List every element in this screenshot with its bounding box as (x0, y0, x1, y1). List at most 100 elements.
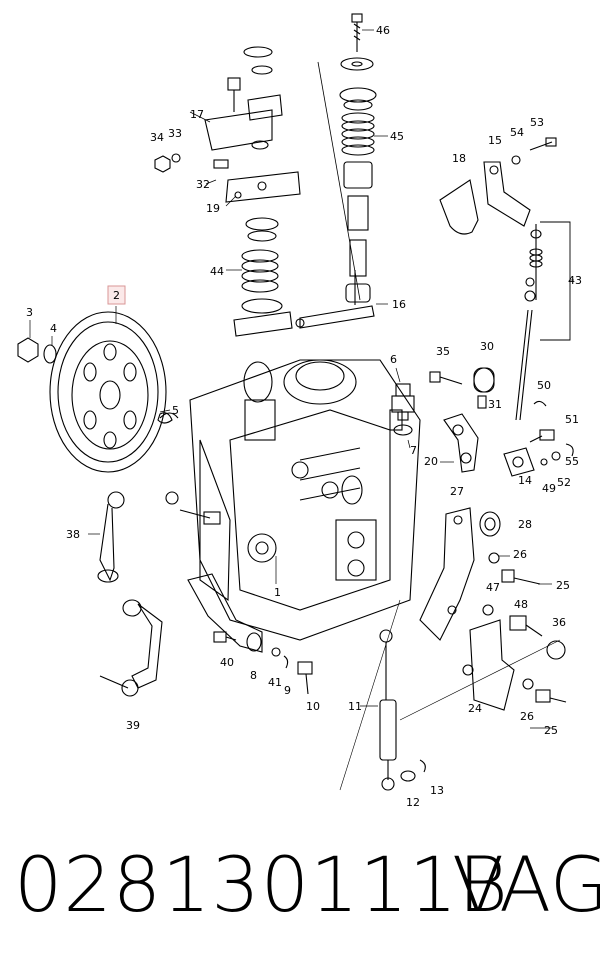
callout-4: 4 (50, 322, 57, 335)
callout-41: 41 (268, 676, 282, 689)
callout-5: 5 (172, 404, 179, 417)
callout-39: 39 (126, 719, 140, 732)
lever-18 (439, 179, 479, 235)
callout-26: 26 (513, 548, 527, 561)
callout-10: 10 (306, 700, 320, 713)
nut-34-washer-33 (154, 153, 229, 173)
bracket-17 (204, 46, 283, 151)
callout-46: 46 (376, 24, 390, 37)
callout-3: 3 (26, 306, 33, 319)
part-number: 028130111B (14, 840, 509, 929)
callout-55: 55 (565, 455, 579, 468)
washer-41 (271, 647, 281, 657)
washer-4 (43, 344, 57, 364)
callout-54: 54 (510, 126, 524, 139)
washer-12 (400, 770, 416, 782)
callout-27: 27 (450, 485, 464, 498)
washer-54 (511, 155, 521, 165)
callout-36: 36 (552, 616, 566, 629)
callout-18: 18 (452, 152, 466, 165)
callout-40: 40 (220, 656, 234, 669)
callout-31: 31 (488, 398, 502, 411)
bolt-51 (529, 429, 555, 443)
callout-35: 35 (436, 345, 450, 358)
callout-48: 48 (514, 598, 528, 611)
washer-26b (522, 678, 534, 690)
brand-name: VAG (452, 840, 600, 929)
callout-11: 11 (348, 700, 362, 713)
callout-30: 30 (480, 340, 494, 353)
callout-32: 32 (196, 178, 210, 191)
callout-1: 1 (274, 586, 281, 599)
callout-13: 13 (430, 784, 444, 797)
bolt-center (165, 491, 221, 525)
callout-24: 24 (468, 702, 482, 715)
bracket-39 (99, 599, 163, 697)
bracket-8 (187, 573, 263, 653)
lever-20 (443, 413, 479, 473)
clip-50 (533, 400, 547, 407)
rod-43 (515, 221, 571, 421)
timing-gear-2 (49, 311, 167, 473)
callout-33: 33 (168, 127, 182, 140)
bracket-19 (225, 171, 301, 203)
callout-45: 45 (390, 130, 404, 143)
washer-26 (488, 552, 500, 564)
clip-9 (283, 655, 289, 669)
bracket-38 (97, 491, 125, 583)
callout-53: 53 (530, 116, 544, 129)
damper-11 (379, 629, 397, 791)
injection-pump-1 (189, 359, 421, 641)
bolt-25b (535, 689, 567, 703)
lever-16 (299, 305, 375, 329)
callout-15: 15 (488, 134, 502, 147)
callout-8: 8 (250, 669, 257, 682)
callout-50: 50 (537, 379, 551, 392)
callout-12: 12 (406, 796, 420, 809)
callout-9: 9 (284, 684, 291, 697)
nut-3 (17, 337, 39, 363)
bracket-27 (419, 507, 475, 641)
callout-51: 51 (565, 413, 579, 426)
top-bolt-46 (339, 13, 377, 111)
clip-13 (419, 759, 426, 773)
callout-43: 43 (568, 274, 582, 287)
callout-16: 16 (392, 298, 406, 311)
callout-20: 20 (424, 455, 438, 468)
spring-45 (341, 112, 375, 303)
callout-6: 6 (390, 353, 397, 366)
callout-7: 7 (410, 444, 417, 457)
spacer-36 (546, 640, 566, 660)
callout-47: 47 (486, 581, 500, 594)
callout-52: 52 (557, 476, 571, 489)
washer-49 (540, 458, 548, 466)
bolt-10 (297, 661, 313, 695)
spring-44 (233, 217, 293, 337)
callout-14: 14 (518, 474, 532, 487)
sensor-6 (391, 383, 415, 436)
bolt-53 (529, 137, 557, 151)
callout-28: 28 (518, 518, 532, 531)
callout-38: 38 (66, 528, 80, 541)
bracket-24 (462, 619, 515, 711)
bracket-15 (483, 161, 531, 227)
callout-19: 19 (206, 202, 220, 215)
bushing-28 (479, 511, 501, 537)
bolt-25 (501, 569, 541, 585)
bolt-48 (509, 615, 543, 637)
sleeve-30 (473, 367, 495, 393)
callout-25: 25 (544, 724, 558, 737)
washer-52 (551, 451, 561, 461)
callout-25: 25 (556, 579, 570, 592)
callout-49: 49 (542, 482, 556, 495)
highlight-box (107, 285, 126, 305)
callout-26: 26 (520, 710, 534, 723)
clip-5 (159, 412, 179, 419)
clip-55 (565, 443, 574, 457)
exploded-parts-diagram: 4617343332194518155453441643234635305315… (17, 13, 582, 809)
washer-47 (482, 604, 494, 616)
callout-17: 17 (190, 108, 204, 121)
nut-40 (213, 631, 237, 643)
pin-31 (477, 395, 487, 409)
